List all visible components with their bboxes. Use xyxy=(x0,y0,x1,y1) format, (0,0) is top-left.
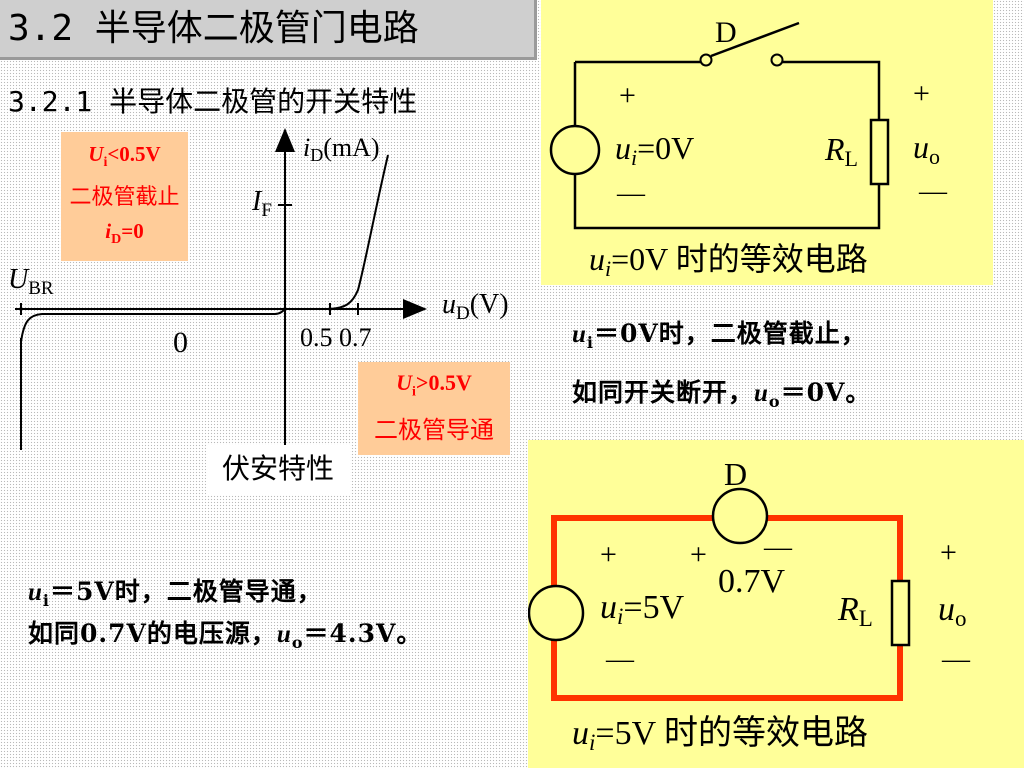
source-label: ui=0V xyxy=(615,130,694,170)
minus-right: — xyxy=(918,176,948,207)
circuit-bottom-panel xyxy=(528,440,1024,768)
load-label: RL xyxy=(824,131,858,171)
output-label: uo xyxy=(938,591,967,631)
load-label: RL xyxy=(837,591,873,631)
plus-left: + xyxy=(619,79,636,112)
diode-label: D xyxy=(724,456,747,492)
source-label: ui=5V xyxy=(600,589,685,629)
origin-label: 0 xyxy=(173,326,188,359)
cutoff-current: iD=0 xyxy=(105,219,144,248)
iv-characteristic-graph: iD(mA) uD(V) IF UBR 0 0.5 0.7 xyxy=(8,128,509,455)
output-label: uo xyxy=(913,129,940,169)
note-top-line1: ui＝0V时，二极管截止， xyxy=(572,319,867,352)
conduct-condition: Ui>0.5V xyxy=(396,370,472,400)
circuit-top-panel xyxy=(541,0,993,285)
load-resistor-symbol xyxy=(890,579,911,647)
diode-label: D xyxy=(715,16,737,49)
diode-voltage-source-symbol xyxy=(711,487,769,545)
circuit-bottom-caption: ui=5V 时的等效电路 xyxy=(572,714,868,755)
switch-contact-right xyxy=(770,53,784,67)
section-subtitle: 3.2.1 半导体二极管的开关特性 xyxy=(8,85,418,118)
switch-blade xyxy=(710,21,800,58)
voltage-source-symbol xyxy=(528,584,585,642)
conduct-state: 二极管导通 xyxy=(374,416,494,445)
plus-mid: + xyxy=(690,538,707,571)
cutoff-state: 二极管截止 xyxy=(69,185,180,211)
note-bottom-line2: 如同0.7V的电压源，uo＝4.3V。 xyxy=(28,619,423,652)
load-resistor-symbol xyxy=(869,118,890,186)
minus-mid: — xyxy=(763,532,793,563)
note-bottom-line1: ui＝5V时，二极管导通， xyxy=(28,577,323,610)
cutoff-condition: Ui<0.5V xyxy=(88,142,161,171)
ubr-label: UBR xyxy=(8,264,54,299)
minus-left: — xyxy=(616,178,646,209)
plus-right: + xyxy=(940,536,957,569)
drop-voltage-label: 0.7V xyxy=(718,563,786,600)
if-label: IF xyxy=(251,186,272,221)
graph-caption: 伏安特性 xyxy=(206,445,350,495)
switch-contact-left xyxy=(699,53,713,67)
circuit-bottom-diagram: D + + — + — — 0.7V ui=5V RL uo ui=5V 时的等… xyxy=(528,456,971,755)
voltage-source-symbol xyxy=(549,124,601,176)
note-top-line2: 如同开关断开，uo＝0V。 xyxy=(572,378,872,411)
plus-right: + xyxy=(913,77,930,110)
page-title: 3.2 半导体二极管门电路 xyxy=(0,0,537,60)
x-axis-label: uD(V) xyxy=(442,289,509,324)
characteristic-curve xyxy=(20,154,389,343)
y-axis-label: iD(mA) xyxy=(303,133,380,165)
plus-left: + xyxy=(600,538,617,571)
conduct-condition-box: Ui>0.5V 二极管导通 xyxy=(358,362,510,455)
cutoff-condition-box: Ui<0.5V 二极管截止 iD=0 xyxy=(61,132,188,261)
minus-left: — xyxy=(605,644,635,675)
circuit-top-diagram: D + + — — ui=0V RL uo ui=0V 时的等效电路 xyxy=(549,16,948,281)
tick-labels: 0.5 0.7 xyxy=(300,323,372,352)
minus-right: — xyxy=(941,644,971,675)
circuit-top-caption: ui=0V 时的等效电路 xyxy=(589,241,868,281)
